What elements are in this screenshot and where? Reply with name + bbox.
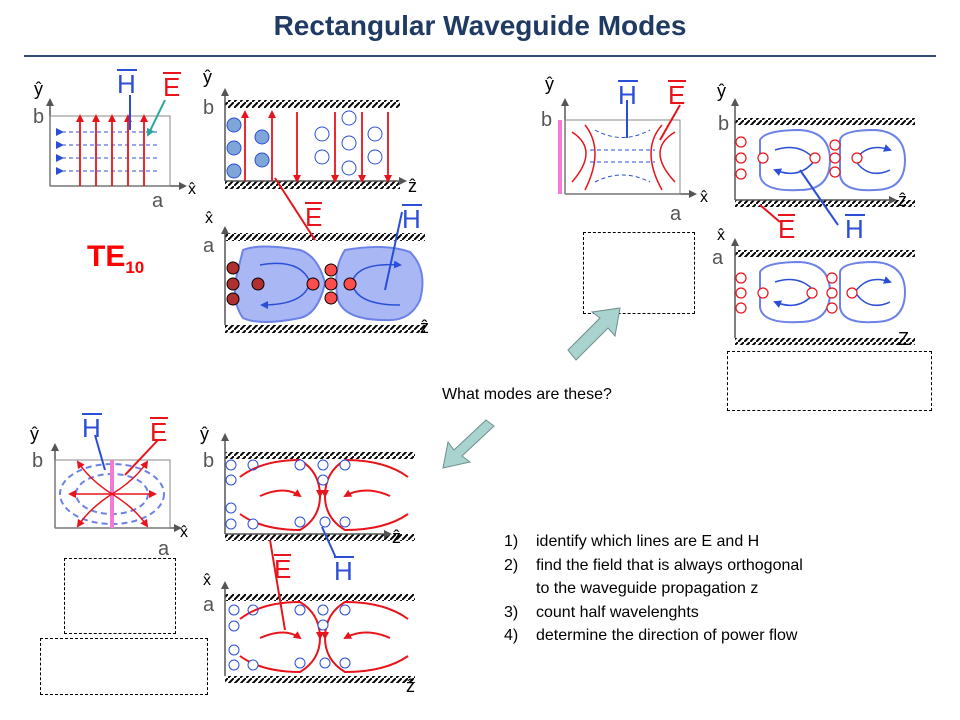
answer-box-2[interactable]: [727, 351, 932, 411]
h-label: H: [845, 214, 864, 244]
b-label: b: [33, 106, 44, 128]
z-axis-label: ẑ: [898, 190, 907, 210]
h-label: H: [117, 69, 136, 99]
b-label: b: [718, 113, 729, 135]
y-axis-label: ŷ: [34, 79, 43, 99]
a-label: a: [670, 203, 682, 225]
steps-list: 1) identify which lines are E and H 2) fin…: [504, 530, 803, 648]
mode2-yz-view: ŷ b ẑ: [717, 81, 915, 210]
step-text: count half wavelenghts: [536, 603, 699, 621]
te10-cross-section: ŷ b a x̂ H E: [33, 69, 196, 212]
Z-axis-label: Z: [898, 329, 909, 349]
answer-box-1[interactable]: [583, 232, 695, 314]
title-underline: [24, 55, 936, 57]
b-label: b: [203, 450, 214, 472]
a-label: a: [712, 247, 724, 269]
te10-label: TE10: [87, 240, 144, 278]
z-axis-label: ẑ: [392, 527, 401, 547]
pointer-arrows: [442, 307, 621, 469]
x-axis-label: x̂: [700, 189, 708, 206]
step-text: determine the direction of power flow: [536, 627, 798, 644]
e-label: E: [274, 554, 291, 584]
step-text: identify which lines are E and H: [536, 533, 760, 550]
b-label: b: [32, 450, 43, 472]
h-label: H: [402, 204, 421, 234]
b-label: b: [203, 97, 214, 119]
x-axis-label: x̂: [205, 210, 213, 227]
te10-yz-view: ŷ b ẑ: [203, 67, 417, 196]
step-item: 4) determine the direction of power flow: [504, 624, 803, 648]
e-label: E: [778, 214, 795, 244]
a-label: a: [203, 235, 215, 257]
te10-xz-view: E H x̂ a ẑ: [203, 177, 429, 337]
step-item: 2) find the field that is always orthogon…: [504, 554, 803, 578]
mode3-cross-section: ŷ b a x̂ H E: [30, 413, 188, 560]
b-label: b: [541, 109, 552, 131]
step-number: 4): [504, 627, 519, 644]
e-label: E: [668, 80, 685, 110]
mode2-xz-view: E H x̂ a Z: [712, 169, 915, 349]
e-label: E: [305, 202, 322, 232]
question-text: What modes are these?: [442, 386, 612, 403]
y-axis-label: ŷ: [545, 74, 554, 94]
z-axis-label: ẑ: [406, 676, 415, 696]
step-number: 2): [504, 556, 519, 574]
step-number: 3): [504, 603, 519, 621]
step-item: to the waveguide propagation z: [504, 577, 803, 601]
step-item: 1) identify which lines are E and H: [504, 530, 803, 554]
h-label: H: [618, 80, 637, 110]
z-axis-label: ẑ: [420, 317, 429, 337]
y-axis-label: ŷ: [200, 424, 209, 444]
x-axis-label: x̂: [203, 572, 211, 589]
x-axis-label: x̂: [717, 227, 725, 244]
a-label: a: [158, 538, 170, 560]
te-mode-base: TE: [87, 240, 126, 273]
mode2-cross-section: ŷ b a x̂ H E: [541, 74, 708, 225]
h-label: H: [334, 556, 353, 586]
page-title: Rectangular Waveguide Modes: [273, 10, 687, 41]
e-label: E: [163, 72, 180, 102]
e-label: E: [150, 417, 167, 447]
x-axis-label: x̂: [180, 524, 188, 541]
step-text: find the field that is always orthogonal: [536, 556, 803, 574]
y-axis-label: ŷ: [717, 81, 726, 101]
mode3-yz-view: ŷ b ẑ: [200, 424, 415, 547]
answer-box-3[interactable]: [64, 558, 176, 634]
mode3-xz-view: E H x̂ a ẑ: [203, 526, 415, 696]
a-label: a: [152, 190, 164, 212]
step-number: 1): [504, 533, 519, 550]
te-mode-sub: 10: [125, 258, 145, 277]
step-item: 3) count half wavelenghts: [504, 601, 803, 625]
y-axis-label: ŷ: [203, 67, 212, 87]
a-label: a: [203, 594, 215, 616]
step-text: to the waveguide propagation z: [536, 580, 759, 597]
x-axis-label: x̂: [188, 181, 196, 198]
h-label: H: [82, 413, 101, 443]
z-axis-label: ẑ: [408, 176, 417, 196]
answer-box-4[interactable]: [40, 638, 208, 695]
y-axis-label: ŷ: [30, 424, 39, 444]
